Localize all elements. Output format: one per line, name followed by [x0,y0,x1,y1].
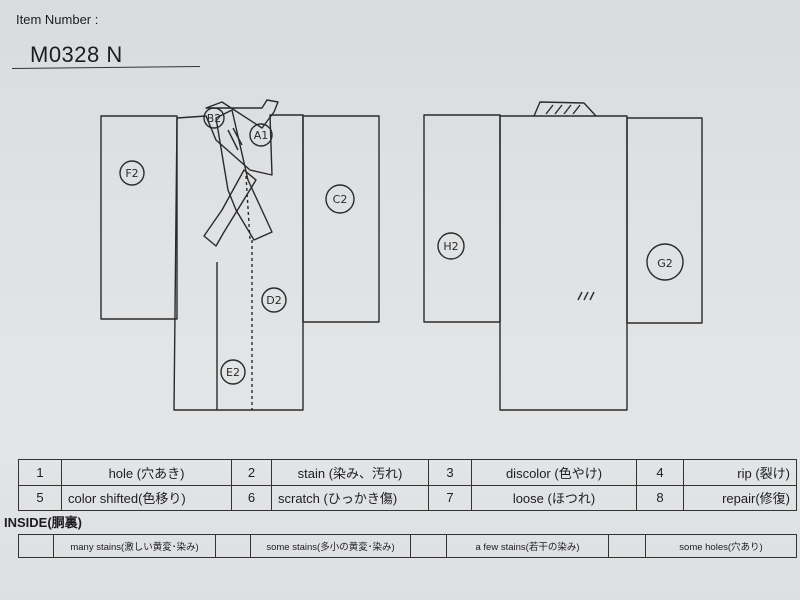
mark-label-d2: D2 [266,294,281,307]
back-scratch-3 [589,291,595,301]
mark-label-e2: E2 [226,366,240,379]
mark-label-a1: A1 [254,129,269,142]
back-collar [533,101,597,117]
collar-right-band [203,169,257,247]
defect-number: 1 [18,459,62,486]
collar-hatch-2 [232,127,243,146]
front-left-sleeve [100,115,178,320]
defect-number: 3 [428,459,472,486]
inside-code-box [410,534,447,558]
collar-left-band [215,109,273,241]
defect-legend-table: 1 hole (穴あき) 2 stain (染み、汚れ) 3 discolor … [18,459,797,511]
mark-label-b2: B2 [207,112,222,125]
inside-label: some holes(穴あり) [645,534,797,558]
mark-circle-g2 [646,243,684,281]
inside-code-box [215,534,251,558]
mark-circle-d2 [261,287,287,313]
defect-label: repair(修復) [683,484,797,511]
back-view [423,101,703,411]
defect-label: loose (ほつれ) [471,484,637,511]
mark-circle-h2 [437,232,465,260]
defect-label: stain (染み、汚れ) [271,459,429,486]
defect-label: hole (穴あき) [61,459,232,486]
defect-number: 2 [231,459,272,486]
defect-number: 6 [231,484,272,511]
mark-circle-e2 [220,359,246,385]
defect-number: 7 [428,484,472,511]
back-hatch-1 [545,104,554,115]
defect-label: rip (裂け) [683,459,797,486]
back-right-sleeve [626,117,703,324]
inside-label: some stains(多小の黄変･染み) [250,534,411,558]
back-scratch-1 [577,291,583,301]
inside-code-box [608,534,646,558]
back-scratch-2 [583,291,589,301]
front-view [100,99,380,411]
defect-number: 4 [636,459,684,486]
back-left-sleeve [423,114,501,323]
defect-row: 5 color shifted(色移り) 6 scratch (ひっかき傷) 7… [18,484,797,511]
inside-label: many stains(激しい黄変･染み) [53,534,216,558]
front-right-sleeve [302,115,380,323]
back-hatch-2 [554,104,563,115]
mark-circle-c2 [325,184,355,214]
mark-label-g2: G2 [657,257,673,270]
back-body [499,115,628,411]
mark-circle-f2 [119,160,145,186]
mark-circle-a1 [249,123,273,147]
garment-diagram: B2 A1 F2 C2 D2 E2 H2 G2 [100,99,703,411]
defect-number: 8 [636,484,684,511]
inside-section-title: INSIDE(胴裏) [4,515,83,530]
defect-label: discolor (色やけ) [471,459,637,486]
back-hatch-4 [572,104,581,115]
defect-row: 1 hole (穴あき) 2 stain (染み、汚れ) 3 discolor … [18,459,797,486]
mark-circle-b2 [203,107,225,129]
front-collar-dashed [245,175,251,241]
defect-label: color shifted(色移り) [61,484,232,511]
collar-hatch-1 [227,129,239,151]
mark-label-h2: H2 [443,240,458,253]
mark-label-f2: F2 [125,167,138,180]
mark-label-c2: C2 [333,193,348,206]
collar-top [205,99,279,129]
inside-legend-table: many stains(激しい黄変･染み) some stains(多小の黄変･… [18,534,797,558]
defect-label: scratch (ひっかき傷) [271,484,429,511]
item-number-value: M0328 N [30,42,123,67]
inside-label: a few stains(若干の染み) [446,534,609,558]
inside-row: many stains(激しい黄変･染み) some stains(多小の黄変･… [18,534,797,558]
inside-code-box [18,534,54,558]
back-hatch-3 [563,104,572,115]
defect-number: 5 [18,484,62,511]
item-number-label: Item Number : [16,12,99,27]
